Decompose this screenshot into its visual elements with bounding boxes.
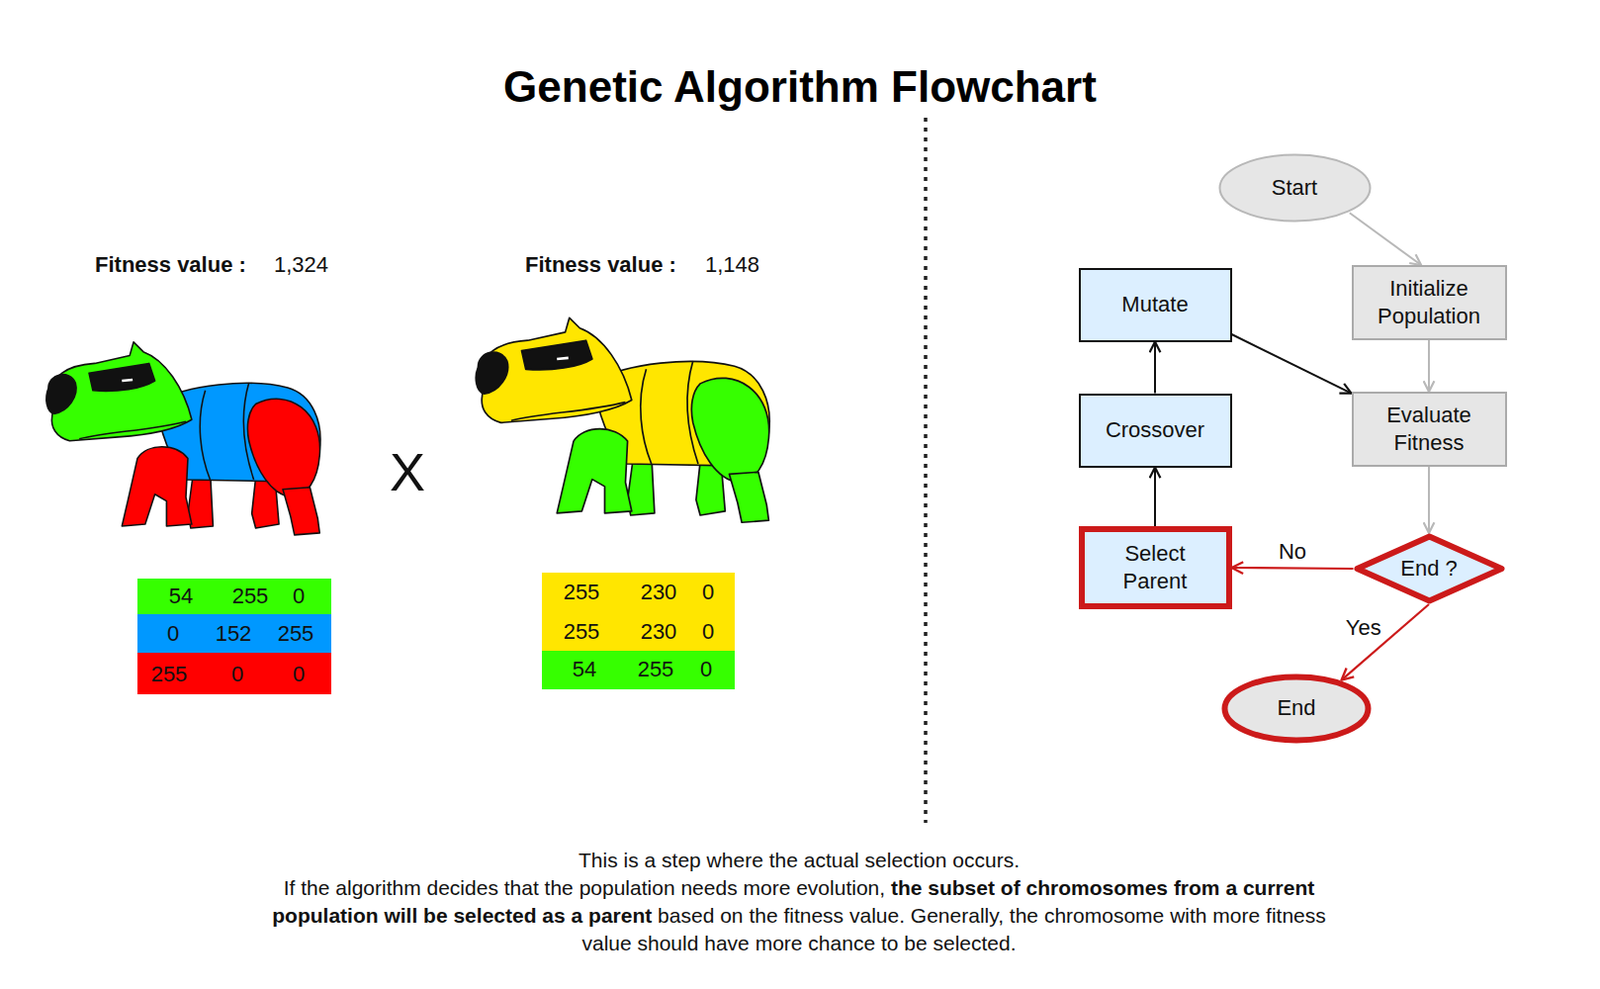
sunglasses — [88, 362, 156, 391]
node-text: End — [1276, 694, 1316, 722]
flow-arrow — [1232, 334, 1352, 394]
sunglasses — [522, 340, 593, 370]
gene-band — [137, 578, 332, 615]
table-cell: 0 — [292, 583, 305, 609]
haunch — [691, 377, 769, 482]
glint — [556, 357, 569, 359]
process-box: Mutate — [1078, 267, 1233, 343]
table-cell: 230 — [640, 579, 678, 605]
flow-arrow — [1427, 340, 1430, 392]
nose — [475, 352, 508, 394]
node-text: Crossover — [1105, 416, 1205, 445]
diagram-title: Genetic Algorithm Flowchart — [0, 59, 1600, 115]
ellipse-shape — [1219, 155, 1370, 222]
capybara-figure — [475, 317, 770, 523]
divider-line — [923, 117, 928, 823]
cross-symbol: X — [389, 441, 426, 503]
node-text: Start — [1271, 174, 1318, 202]
fitness-label: Fitness value : — [525, 252, 677, 277]
ellipse-shape — [1225, 676, 1369, 740]
table-cell: 255 — [232, 583, 269, 609]
node-text: Select Parent — [1092, 539, 1219, 596]
leg — [556, 429, 632, 514]
table-cell: 0 — [702, 579, 714, 605]
node-text: Mutate — [1121, 290, 1188, 319]
flow-arrow — [1154, 342, 1156, 394]
flow-arrow — [1427, 466, 1430, 534]
process-box: Select Parent — [1078, 526, 1233, 610]
leg — [282, 487, 320, 535]
edge-label: Yes — [1342, 616, 1385, 640]
table-cell: 0 — [292, 661, 305, 687]
node-text: Initialize Population — [1361, 274, 1498, 331]
gene-band — [541, 650, 735, 690]
start-ellipse: Start — [1218, 153, 1372, 223]
neck-line — [79, 421, 186, 440]
neck-line — [511, 402, 626, 422]
fitness-label: Fitness value : — [94, 252, 247, 277]
flow-arrow — [1341, 604, 1429, 681]
body-line — [199, 382, 254, 480]
table-cell: 255 — [563, 619, 601, 644]
table-cell: 230 — [640, 619, 678, 644]
table-cell: 0 — [231, 661, 244, 687]
process-box: Evaluate Fitness — [1351, 391, 1508, 467]
body-line — [640, 360, 699, 464]
gene-band — [137, 652, 332, 695]
leg — [121, 446, 192, 527]
leg — [729, 471, 770, 523]
fitness-number: 1,324 — [273, 252, 329, 277]
table-cell: 152 — [215, 621, 253, 646]
table-cell: 255 — [563, 579, 601, 605]
flow-arrow — [1349, 212, 1422, 266]
process-box: Initialize Population — [1351, 265, 1508, 341]
table-cell: 54 — [572, 656, 597, 682]
end-ellipse: End — [1221, 673, 1372, 744]
gene-band — [541, 572, 735, 651]
fitness-number: 1,148 — [705, 252, 760, 277]
node-text: Evaluate Fitness — [1361, 401, 1498, 457]
decision-diamond: End ? — [1353, 533, 1506, 605]
haunch — [247, 398, 320, 497]
node-text: End ? — [1400, 554, 1458, 583]
nose — [46, 374, 77, 415]
table-cell: 0 — [700, 656, 712, 682]
flow-arrow — [1154, 467, 1156, 528]
diamond-shape — [1356, 536, 1502, 602]
table-cell: 0 — [167, 621, 179, 646]
caption-text: This is a step where the actual selectio… — [250, 846, 1348, 958]
capybara-figure — [46, 342, 321, 535]
flow-arrow — [1232, 567, 1354, 569]
table-cell: 54 — [169, 583, 193, 609]
glint — [121, 378, 133, 382]
table-cell: 255 — [151, 661, 188, 687]
caption-emphasis: the subset of chromosomes from a current… — [271, 876, 1315, 927]
gene-band — [137, 614, 332, 653]
table-cell: 0 — [702, 619, 714, 644]
table-cell: 255 — [637, 656, 675, 682]
edge-label: No — [1275, 538, 1310, 563]
process-box: Crossover — [1078, 393, 1233, 468]
table-cell: 255 — [277, 621, 315, 646]
